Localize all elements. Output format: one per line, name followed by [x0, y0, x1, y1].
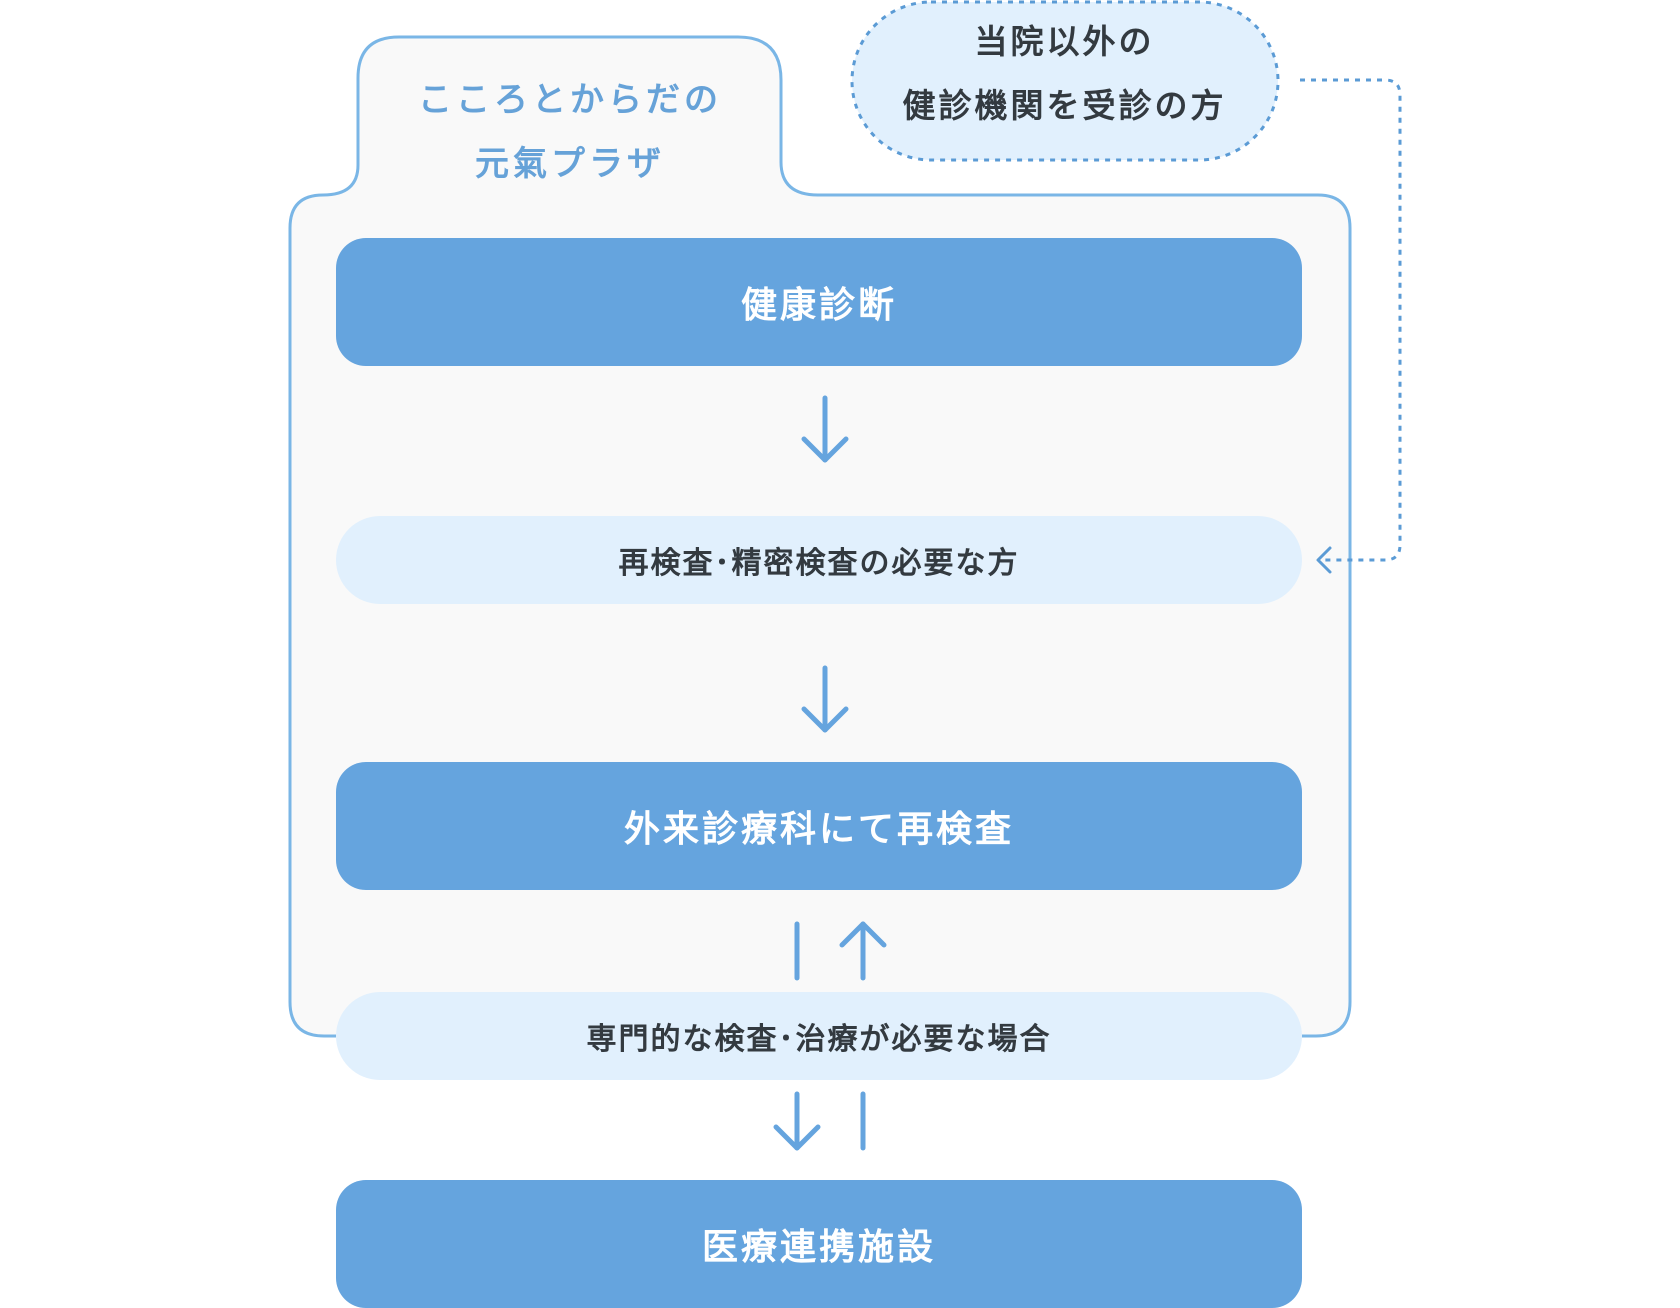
specialist-needed-box: 専門的な検査･治療が必要な場合	[336, 992, 1302, 1080]
external-connector-line	[1300, 78, 1402, 562]
arrow-down-icon	[773, 1091, 821, 1151]
reexam-needed-box: 再検査･精密検査の必要な方	[336, 516, 1302, 604]
external-pill	[850, 0, 1280, 162]
arrow-down-icon	[801, 665, 849, 733]
arrow-up-icon	[839, 921, 887, 981]
plaza-tab-label: こころとからだの 元氣プラザ	[418, 80, 722, 184]
arrow-left-icon	[1316, 546, 1332, 574]
arrow-down-icon	[801, 395, 849, 463]
outpatient-reexam-box: 外来診療科にて再検査	[336, 762, 1302, 890]
external-label: 当院以外の 健診機関を受診の方	[902, 22, 1227, 125]
partner-facility-box: 医療連携施設	[336, 1180, 1302, 1308]
health-checkup-box: 健康診断	[336, 238, 1302, 366]
